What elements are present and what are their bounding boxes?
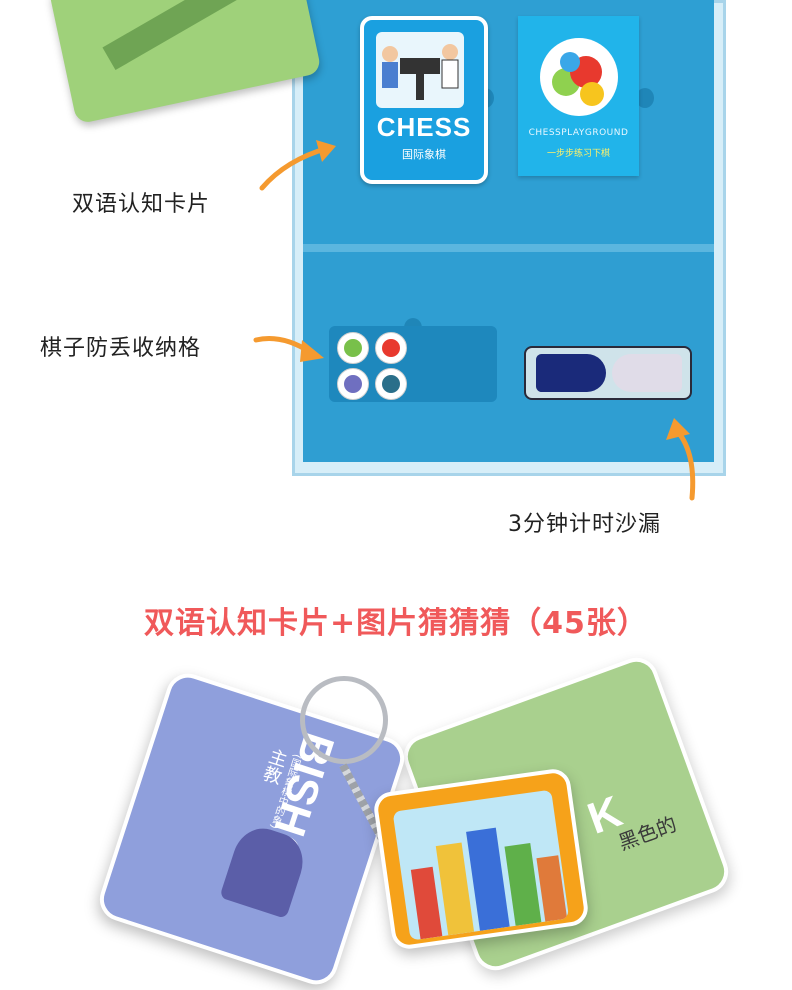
playground-title: CHESSPLAYGROUND	[528, 128, 629, 138]
tray-notch	[636, 88, 654, 108]
castle-illustration	[392, 789, 570, 941]
chess-rule-card: CHESS 国际象棋	[360, 16, 488, 184]
castle-tower-icon	[504, 842, 542, 926]
chess-piece-token	[375, 332, 407, 364]
pieces-storage-slot	[329, 326, 497, 402]
castle-tower-icon	[435, 842, 475, 936]
chess-card-subtitle: 国际象棋	[402, 148, 446, 161]
card-road-art	[102, 0, 281, 71]
chess-players-illustration	[376, 32, 464, 108]
callout-cards-label: 双语认知卡片	[72, 192, 211, 217]
chess-piece-token	[337, 332, 369, 364]
sand-timer-bulb	[612, 354, 682, 392]
keyring	[300, 676, 388, 764]
playground-subtitle: 一步步练习下棋	[546, 149, 610, 159]
section-heading: 双语认知卡片+图片猜猜猜（45张）	[144, 606, 648, 641]
callout-timer-label: 3分钟计时沙漏	[508, 512, 661, 537]
arrow-icon	[259, 140, 336, 191]
chess-table-icon	[382, 44, 459, 100]
arrow-icon	[253, 336, 324, 362]
callout-pieces-label: 棋子防丢收纳格	[40, 336, 202, 361]
chess-piece-token	[337, 368, 369, 400]
castle-tower-icon	[536, 855, 568, 922]
tray-divider	[303, 244, 714, 254]
chess-card-title: CHESS	[376, 112, 472, 142]
chess-piece-token	[375, 368, 407, 400]
arrow-icon	[666, 418, 696, 501]
castle-picture-card	[371, 766, 591, 952]
castle-tower-icon	[410, 866, 443, 940]
green-illustration-card	[48, 0, 322, 125]
monster-logo-icon	[540, 38, 618, 116]
sand-timer-bulb	[536, 354, 606, 392]
chessplayground-booklet: CHESSPLAYGROUND 一步步练习下棋	[518, 16, 639, 176]
sand-timer	[524, 346, 692, 400]
castle-tower-icon	[466, 827, 510, 931]
rook-card-chinese: 黑色的	[615, 811, 680, 855]
